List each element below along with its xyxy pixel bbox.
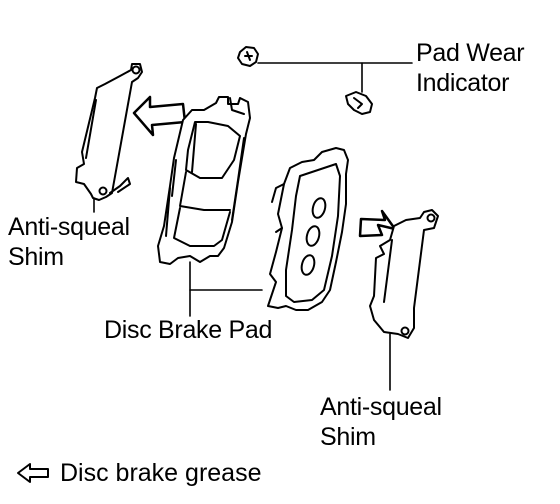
legend: Disc brake grease xyxy=(16,458,261,488)
pad-wear-indicator-label: Pad Wear Indicator xyxy=(416,38,525,98)
anti-squeal-shim-left xyxy=(75,63,143,201)
legend-text: Disc brake grease xyxy=(60,459,262,487)
anti-squeal-shim-left-label: Anti-squeal Shim xyxy=(8,212,130,272)
outline-arrow-left-icon xyxy=(17,463,49,483)
anti-squeal-shim-right xyxy=(369,209,439,339)
pad-wear-indicator-label-line1: Pad Wear xyxy=(416,39,525,67)
disc-brake-pad-label: Disc Brake Pad xyxy=(104,316,273,344)
grease-arrow-left xyxy=(132,95,187,137)
anti-squeal-shim-right-label: Anti-squeal Shim xyxy=(320,392,442,452)
anti-squeal-shim-right-label-line2: Shim xyxy=(320,423,376,451)
disc-brake-pad-backing xyxy=(267,147,349,311)
leader-lines xyxy=(93,62,413,391)
anti-squeal-shim-right-label-line1: Anti-squeal xyxy=(320,393,442,421)
pad-wear-indicator-label-line2: Indicator xyxy=(416,69,510,97)
anti-squeal-shim-left-label-line2: Shim xyxy=(8,243,64,271)
anti-squeal-shim-left-label-line1: Anti-squeal xyxy=(8,213,130,241)
disc-brake-pad xyxy=(157,96,251,265)
pad-wear-indicator xyxy=(237,46,373,115)
grease-arrow-right xyxy=(358,209,397,238)
